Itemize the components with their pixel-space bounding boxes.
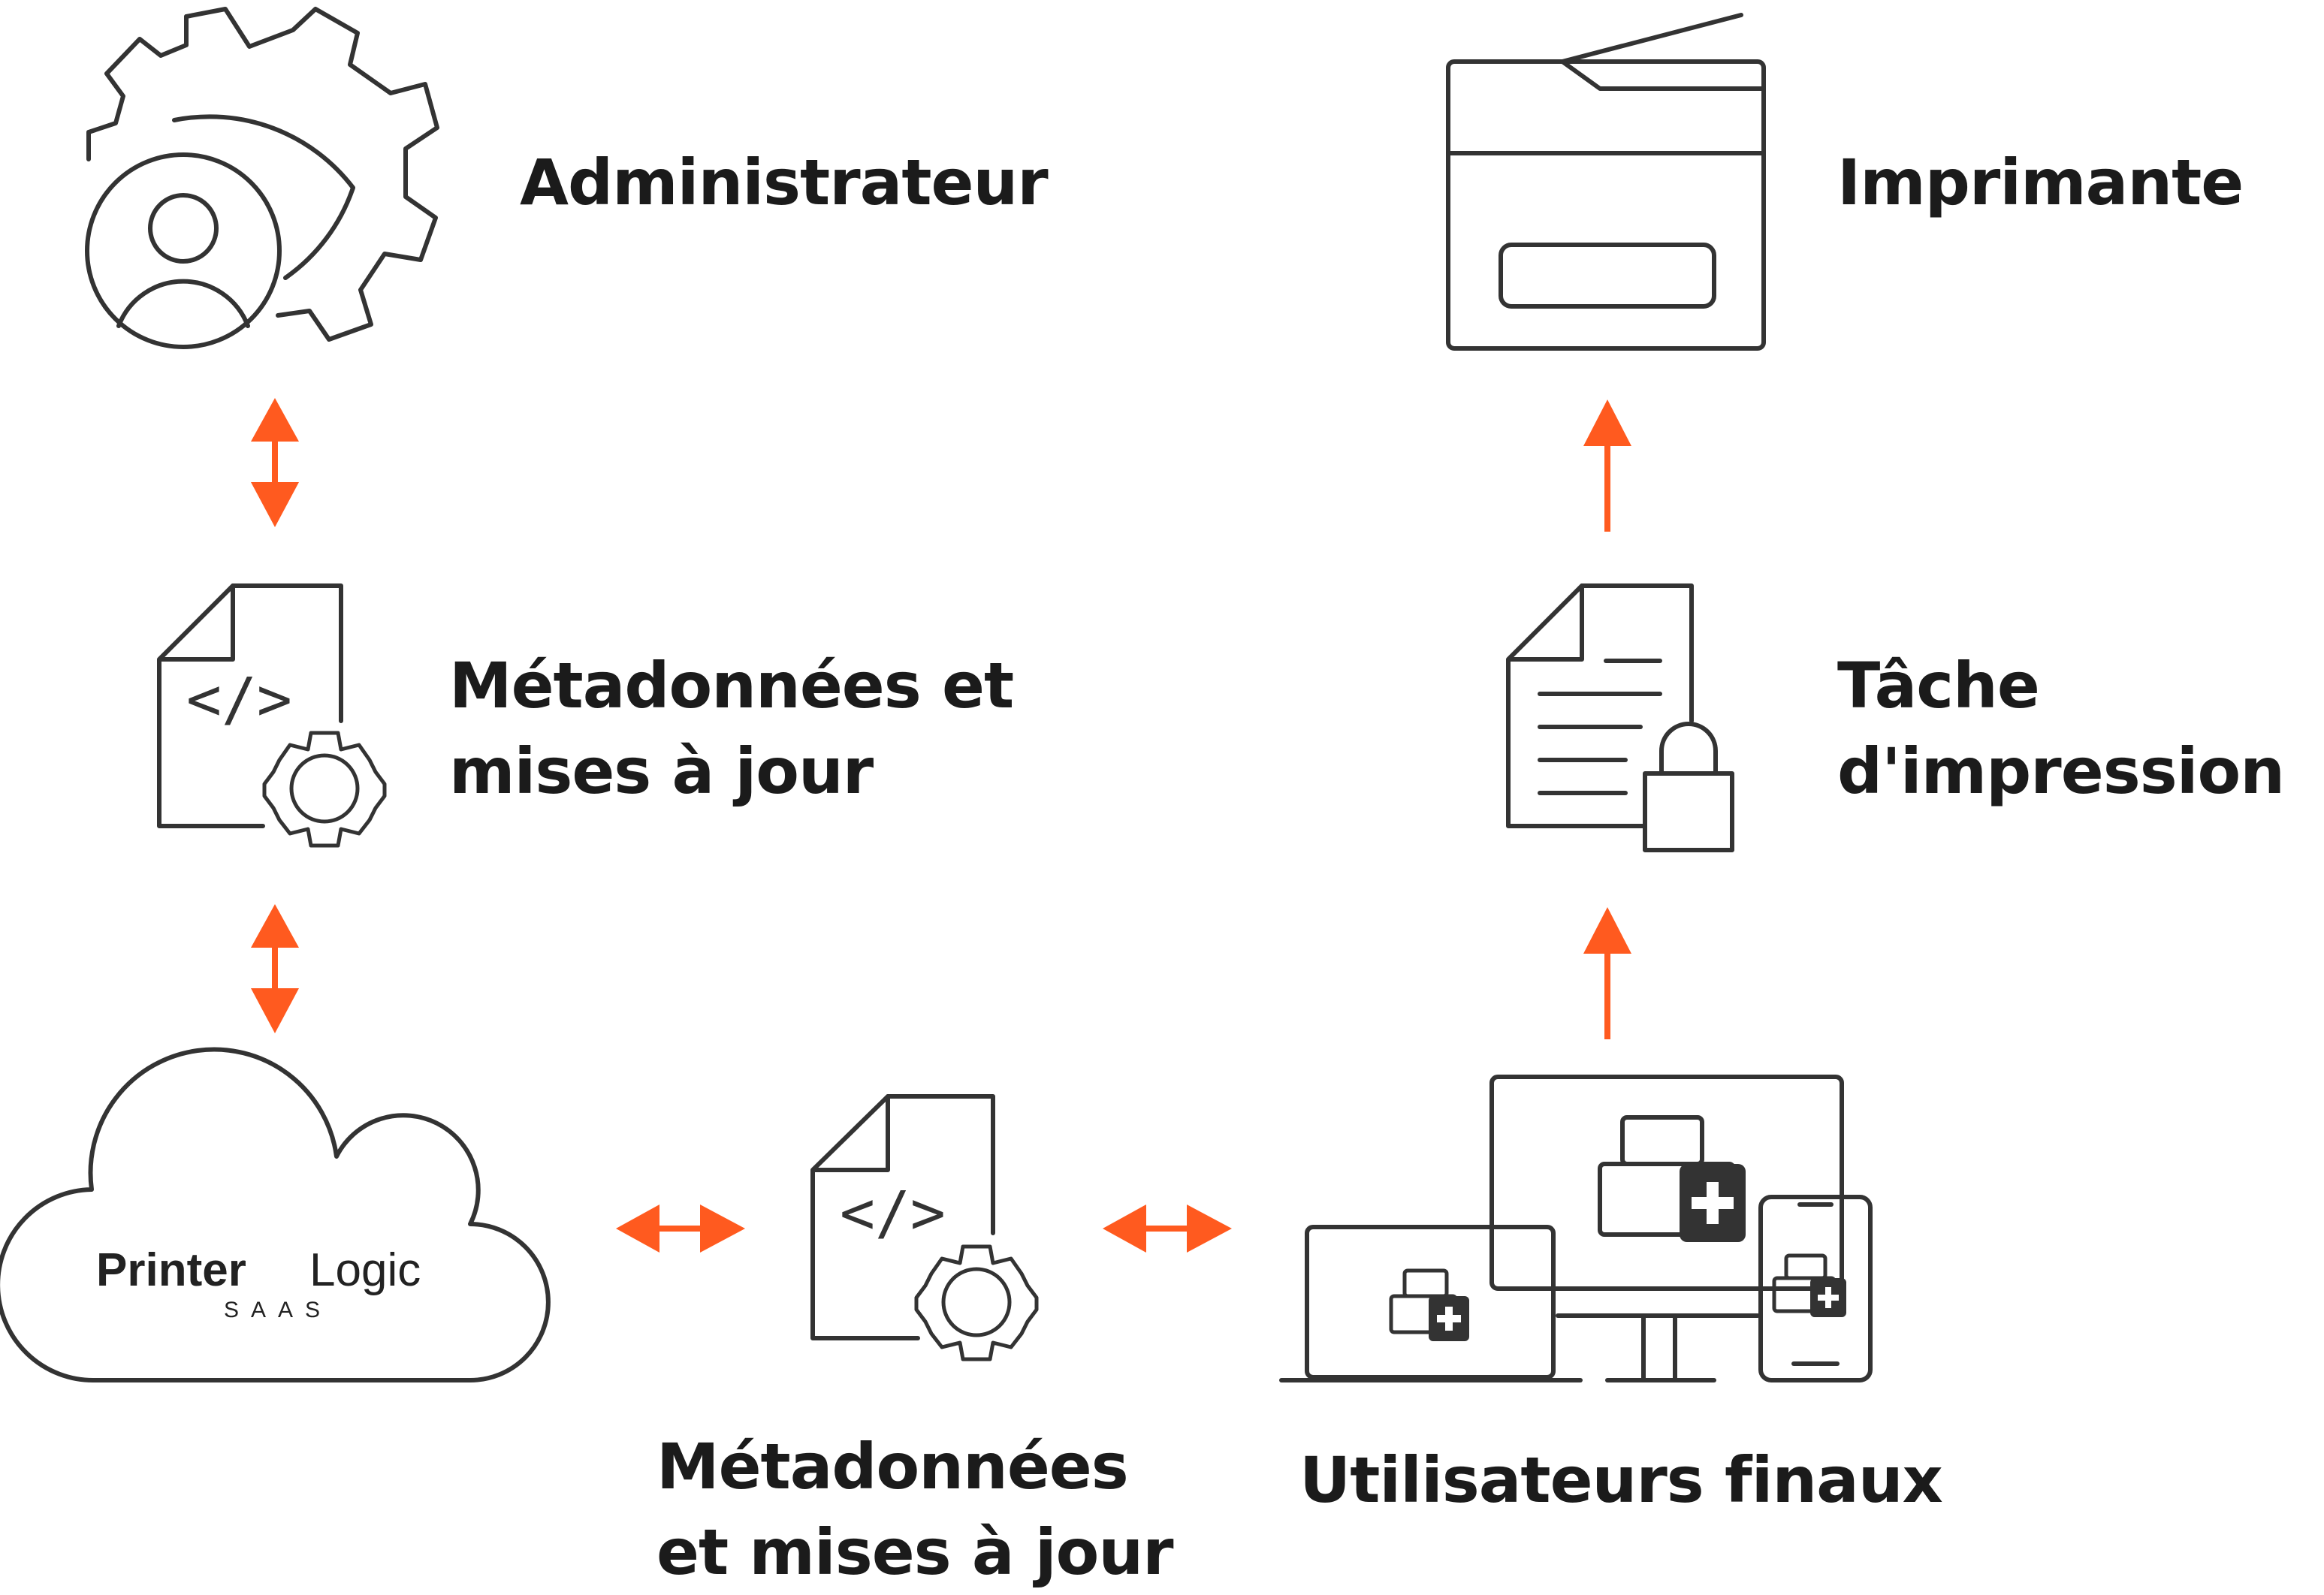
- svg-text:</>: </>: [186, 666, 292, 734]
- cloud-icon: Printer Logic SAAS: [0, 1047, 551, 1383]
- label-metadata-top: Métadonnées et mises à jour: [449, 643, 1014, 814]
- logo-saas: SAAS: [224, 1298, 332, 1322]
- label-metadata-top-line2: mises à jour: [449, 734, 874, 808]
- locked-document-icon: [1506, 583, 1734, 852]
- label-admin: Administrateur: [520, 140, 1049, 225]
- printer-icon: [1446, 13, 1766, 351]
- code-document-gear-icon: </>: [157, 583, 387, 848]
- label-metadata-top-line1: Métadonnées et: [449, 649, 1014, 722]
- label-printer: Imprimante: [1837, 140, 2244, 225]
- label-end-users: Utilisateurs finaux: [1299, 1437, 1943, 1523]
- arrow-meta-users: [1103, 1205, 1232, 1253]
- code-document-gear-icon-bottom: </>: [810, 1094, 1039, 1361]
- label-admin-text: Administrateur: [520, 146, 1049, 219]
- label-print-job-line2: d'impression: [1837, 734, 2285, 808]
- admin-gear-user-icon: [85, 7, 439, 349]
- label-print-job: Tâche d'impression: [1837, 643, 2285, 814]
- label-print-job-line1: Tâche: [1837, 649, 2040, 722]
- devices-icon: [1279, 1075, 1873, 1382]
- logo-printer: Printer: [96, 1244, 246, 1296]
- svg-text:</>: </>: [840, 1180, 946, 1247]
- arrow-users-job: [1583, 907, 1631, 1039]
- label-metadata-bottom: Métadonnées et mises à jour: [656, 1424, 1174, 1595]
- logo-logic: Logic: [309, 1244, 421, 1296]
- label-metadata-bottom-line1: Métadonnées: [656, 1430, 1129, 1503]
- arrow-job-printer: [1583, 400, 1631, 532]
- label-metadata-bottom-line2: et mises à jour: [656, 1515, 1174, 1589]
- arrow-meta-cloud: [251, 904, 299, 1033]
- arrow-cloud-meta: [616, 1205, 745, 1253]
- arrow-admin-meta: [251, 398, 299, 527]
- label-end-users-text: Utilisateurs finaux: [1299, 1443, 1943, 1517]
- label-printer-text: Imprimante: [1837, 146, 2244, 219]
